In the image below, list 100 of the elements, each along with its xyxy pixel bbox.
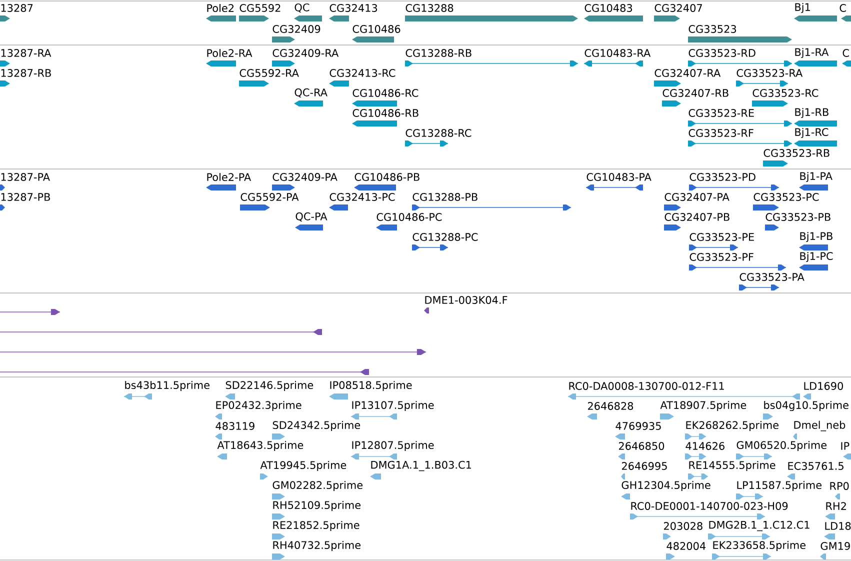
feature-label: 13287-RA — [1, 49, 52, 57]
feature-label: EK268262.5prime — [686, 420, 778, 432]
feature-label: 482004 — [666, 542, 706, 550]
feature-label: CG32407-RA — [654, 69, 721, 77]
feature-label: RP0 — [830, 482, 849, 490]
feature-label: AT18907.5prime — [660, 400, 746, 412]
feature-label: IP — [841, 442, 850, 450]
feature-label: CG10486-RC — [352, 89, 418, 97]
feature-label: CG32407 — [654, 4, 702, 12]
feature-label: EC35761.5 — [788, 462, 844, 470]
feature-label: CG13288 — [406, 4, 454, 12]
feature-label: 13287-PA — [1, 173, 50, 181]
feature-label: 13287-PB — [1, 193, 50, 201]
feature-label: DME1-003K04.F — [425, 296, 508, 304]
feature-label: CG33523-PE — [690, 233, 754, 241]
feature-label: Bj1-RC — [795, 128, 828, 138]
feature-label: IP08518.5prime — [330, 380, 412, 392]
feature-label: Pole2 — [207, 4, 234, 12]
feature-label: IP13107.5prime — [352, 400, 434, 412]
feature-label: CG33523-PC — [754, 193, 819, 201]
feature-label: CG33523-PB — [766, 213, 830, 221]
feature-label: LD18 — [825, 522, 851, 530]
feature-label: RH52109.5prime — [273, 500, 360, 512]
feature-label: Bj1-PC — [800, 252, 833, 262]
feature-label: IP12807.5prime — [352, 440, 434, 452]
feature-label: CG32413 — [330, 4, 378, 12]
feature-label: 13287-RB — [1, 69, 51, 77]
feature-label: bs04g10.5prime — [764, 400, 848, 412]
feature-label: RE14555.5prime — [689, 460, 776, 472]
feature-label: CG33523-RB — [764, 149, 830, 157]
feature-label: LD1690 — [804, 382, 843, 390]
feature-label: CG32407-PA — [664, 193, 730, 201]
feature-label: CG10486-PB — [354, 173, 420, 181]
feature-label: DMG1A.1_1.B03.C1 — [371, 460, 471, 472]
feature-label: CG32407-RB — [662, 89, 728, 97]
feature-label: 203028 — [664, 522, 702, 530]
feature-label: CG32413-PC — [330, 193, 395, 201]
feature-label: GM19 — [820, 542, 850, 550]
feature-label: CG33523-RE — [688, 109, 754, 117]
feature-label: CG10486-RB — [352, 109, 418, 117]
feature-label: CG5592-RA — [240, 69, 299, 77]
feature-label: CG13288-RC — [406, 129, 472, 137]
feature-label: RH2 — [826, 502, 846, 510]
feature-label: DMG2B.1_1.C12.C1 — [709, 520, 810, 532]
feature-label: C — [840, 4, 846, 12]
feature-label: CG32409-RA — [272, 49, 339, 57]
feature-label: CG10483 — [584, 4, 632, 12]
feature-label: 414626 — [686, 442, 724, 450]
feature-label: CG10483-PA — [586, 173, 652, 181]
feature-label: 2646828 — [588, 402, 634, 410]
feature-label: CG33523-RD — [688, 49, 756, 57]
feature-label: SD22146.5prime — [226, 380, 314, 392]
feature-label: C — [842, 49, 849, 57]
feature-label: Bj1 — [795, 2, 810, 14]
feature-label: CG10486-PC — [376, 213, 442, 221]
feature-label: RE21852.5prime — [273, 520, 360, 532]
feature-label: QC-PA — [296, 212, 328, 222]
feature-label: GM02282.5prime — [272, 480, 362, 492]
feature-label: RC0-DA0008-130700-012-F11 — [569, 382, 724, 390]
feature-label: Bj1-PB — [800, 232, 832, 242]
feature-label: 4769935 — [616, 422, 661, 430]
feature-label: RC0-DE0001-140700-023-H09 — [631, 502, 788, 510]
feature-label: QC — [294, 3, 310, 13]
feature-label: CG33523 — [688, 25, 736, 33]
feature-label: CG32413-RC — [330, 69, 396, 77]
feature-label: CG10486 — [352, 25, 400, 33]
feature-label: CG5592-PA — [240, 193, 299, 201]
feature-label: RH40732.5prime — [273, 540, 360, 552]
feature-label: QC-RA — [294, 88, 328, 98]
feature-label: 2646995 — [622, 462, 667, 470]
feature-label: CG13288-PC — [412, 233, 478, 241]
feature-label: Bj1-RA — [795, 48, 829, 58]
feature-label: 483119 — [216, 422, 254, 430]
feature-label: CG32407-PB — [664, 213, 730, 221]
feature-label: CG33523-RC — [752, 89, 818, 97]
feature-label: SD24342.5prime — [272, 420, 360, 432]
feature-label: CG32409-PA — [272, 173, 338, 181]
feature-label: 2646850 — [618, 442, 664, 450]
feature-label: AT18643.5prime — [217, 440, 304, 452]
feature-label: Dmel_neb — [794, 420, 846, 432]
feature-label: CG33523-PD — [690, 173, 756, 181]
feature-label: bs43b11.5prime — [125, 380, 210, 392]
feature-label: 13287 — [1, 4, 33, 12]
feature-label: GH12304.5prime — [622, 480, 710, 492]
feature-label: EP02432.3prime — [216, 400, 302, 412]
feature-label: CG13288-RB — [406, 49, 472, 57]
feature-label: CG10483-RA — [584, 49, 651, 57]
feature-label: CG33523-PF — [690, 253, 754, 261]
feature-label: Bj1-PA — [800, 172, 832, 182]
feature-label: CG33523-RA — [736, 69, 803, 77]
feature-label: Pole2-PA — [207, 172, 252, 182]
feature-label: CG13288-PB — [412, 193, 478, 201]
feature-label: GM06520.5prime — [736, 440, 826, 452]
feature-label: AT19945.5prime — [260, 460, 346, 472]
feature-label: CG5592 — [240, 4, 280, 12]
feature-label: CG33523-RF — [688, 129, 754, 137]
feature-label: EK233658.5prime — [713, 540, 806, 552]
feature-label: Pole2-RA — [207, 48, 252, 58]
feature-label: LP11587.5prime — [737, 480, 822, 492]
feature-label: CG32409 — [272, 25, 320, 33]
